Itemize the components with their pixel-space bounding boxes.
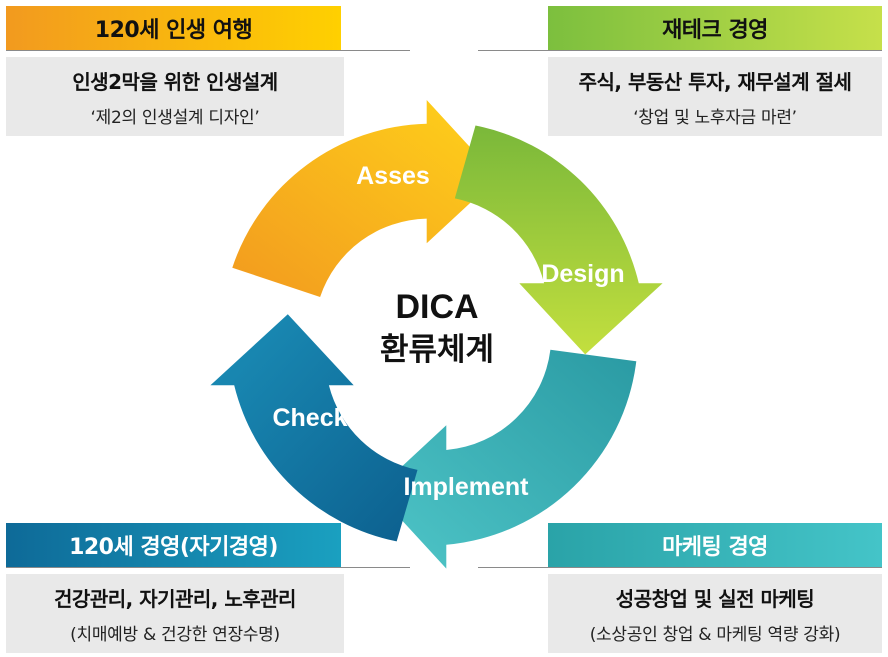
- divider: [6, 567, 410, 568]
- arrow-check: [210, 314, 418, 542]
- box-life-journey-line1: 인생2막을 위한 인생설계: [72, 69, 278, 94]
- center-title: DICA: [395, 288, 478, 326]
- box-marketing-title: 마케팅 경영: [548, 523, 882, 567]
- arrow-assess: [232, 100, 498, 297]
- stage-label-check: Check: [272, 404, 347, 432]
- box-self-management-body: 건강관리, 자기관리, 노후관리 (치매예방 & 건강한 연장수명): [6, 574, 344, 653]
- box-marketing-line2: (소상공인 창업 & 마케팅 역량 강화): [589, 624, 841, 645]
- arrow-design: [454, 125, 663, 355]
- box-self-management-title: 120세 경영(자기경영): [6, 523, 341, 567]
- box-self-management-line1: 건강관리, 자기관리, 노후관리: [54, 586, 296, 611]
- arrow-implement: [375, 349, 637, 569]
- box-self-management-line2: (치매예방 & 건강한 연장수명): [70, 624, 280, 645]
- box-finance-line2: ‘창업 및 노후자금 마련’: [633, 107, 797, 128]
- box-life-journey-line2: ‘제2의 인생설계 디자인’: [90, 107, 260, 128]
- center-subtitle: 환류체계: [380, 332, 494, 368]
- box-life-journey: 120세 인생 여행 인생2막을 위한 인생설계 ‘제2의 인생설계 디자인’: [6, 6, 410, 136]
- stage-label-assess: Asses: [356, 162, 430, 190]
- box-finance: 재테크 경영 주식, 부동산 투자, 재무설계 절세 ‘창업 및 노후자금 마련…: [478, 6, 882, 136]
- box-self-management: 120세 경영(자기경영) 건강관리, 자기관리, 노후관리 (치매예방 & 건…: [6, 523, 410, 653]
- box-life-journey-title: 120세 인생 여행: [6, 6, 341, 50]
- box-finance-body: 주식, 부동산 투자, 재무설계 절세 ‘창업 및 노후자금 마련’: [548, 57, 882, 136]
- box-marketing-line1: 성공창업 및 실전 마케팅: [615, 586, 815, 611]
- stage-label-design: Design: [541, 260, 624, 288]
- box-life-journey-body: 인생2막을 위한 인생설계 ‘제2의 인생설계 디자인’: [6, 57, 344, 136]
- box-finance-line1: 주식, 부동산 투자, 재무설계 절세: [578, 69, 852, 94]
- divider: [478, 567, 882, 568]
- box-finance-title: 재테크 경영: [548, 6, 882, 50]
- divider: [6, 50, 410, 51]
- divider: [478, 50, 882, 51]
- box-marketing-body: 성공창업 및 실전 마케팅 (소상공인 창업 & 마케팅 역량 강화): [548, 574, 882, 653]
- box-marketing: 마케팅 경영 성공창업 및 실전 마케팅 (소상공인 창업 & 마케팅 역량 강…: [478, 523, 882, 653]
- stage-label-implement: Implement: [403, 473, 529, 501]
